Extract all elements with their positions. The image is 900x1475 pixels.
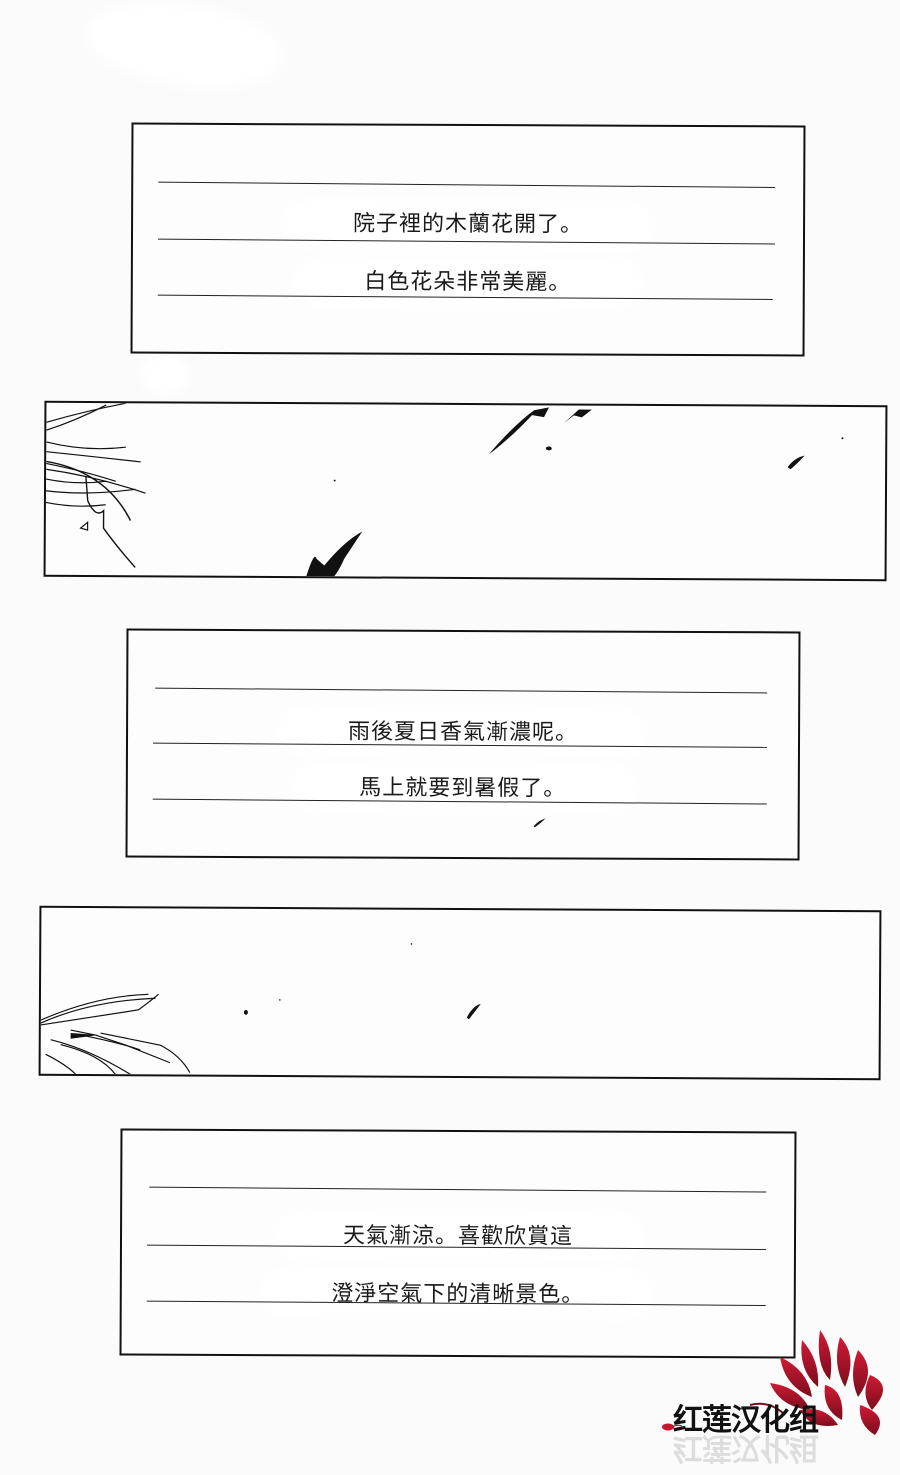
caption-line-text: 澄淨空氣下的清晰景色。 (271, 1279, 645, 1310)
scanlation-watermark: 红莲汉化组 红莲汉化组 (655, 1325, 900, 1475)
watermark-text: 红莲汉化组 (673, 1403, 819, 1438)
caption-line: 白色花朵非常美麗。 (133, 263, 803, 298)
caption-line-text: 院子裡的木蘭花開了。 (292, 209, 644, 240)
caption-line-text: 白色花朵非常美麗。 (304, 267, 632, 298)
watermark-reflection: 红莲汉化组 (673, 1430, 818, 1465)
lotus-flower-icon (750, 1330, 884, 1435)
text-panel-2: 雨後夏日香氣漸濃呢。 馬上就要到暑假了。 (125, 628, 801, 861)
text-panel-1: 院子裡的木蘭花開了。 白色花朵非常美麗。 (130, 122, 806, 357)
scan-smudge (140, 355, 190, 395)
panel-rule (149, 1186, 767, 1193)
text-panel-3: 天氣漸涼。喜歡欣賞這 澄淨空氣下的清晰景色。 (119, 1128, 797, 1359)
ink-mark (533, 818, 546, 828)
panel-rule (155, 687, 768, 694)
face-profile-illustration (45, 402, 886, 579)
caption-line: 院子裡的木蘭花開了。 (133, 205, 803, 240)
hair-strands-illustration (40, 908, 880, 1078)
caption-line-text: 馬上就要到暑假了。 (299, 773, 627, 804)
scan-smudge (80, 0, 290, 99)
panel-rule (157, 238, 775, 245)
art-panel-1 (43, 400, 888, 582)
art-panel-2 (38, 905, 882, 1081)
leaf-icon (662, 1423, 682, 1431)
caption-line: 馬上就要到暑假了。 (128, 769, 798, 804)
panel-rule (158, 181, 776, 189)
